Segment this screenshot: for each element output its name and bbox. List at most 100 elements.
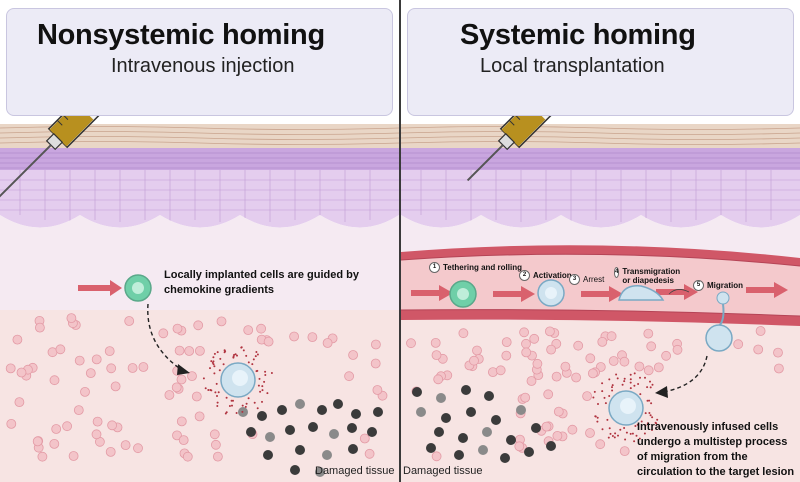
chemokine-dot bbox=[218, 369, 221, 372]
tissue-cell bbox=[74, 355, 85, 366]
chemokine-dot bbox=[607, 436, 610, 439]
chemokine-dot bbox=[633, 440, 636, 443]
chemokine-dot bbox=[256, 369, 259, 372]
chemokine-dot bbox=[210, 360, 213, 363]
systemic-homing-panel: Systemic homing Local transplantation 1 … bbox=[401, 0, 800, 482]
damaged-cell bbox=[333, 399, 343, 409]
chemokine-dot bbox=[637, 383, 640, 385]
tissue-cell bbox=[49, 375, 60, 386]
transmigrating-cell-icon bbox=[618, 285, 665, 301]
chemokine-dot bbox=[594, 415, 597, 418]
stem-cell-icon bbox=[124, 274, 152, 302]
tissue-cell bbox=[138, 362, 149, 372]
blood-vessel-icon bbox=[401, 245, 800, 326]
chemokine-dot bbox=[650, 402, 653, 405]
chemokine-dot bbox=[601, 428, 604, 431]
chemokine-dot bbox=[247, 397, 250, 400]
damaged-cell bbox=[285, 425, 295, 435]
chemokine-halo bbox=[202, 346, 273, 415]
chemokine-dot bbox=[623, 427, 626, 429]
chemokine-dot bbox=[611, 386, 613, 389]
left-background-cells bbox=[5, 313, 388, 462]
chemokine-dot bbox=[649, 380, 651, 383]
chemokine-dot bbox=[266, 392, 269, 395]
damaged-cell bbox=[441, 413, 451, 423]
chemokine-dot bbox=[597, 403, 599, 405]
chemokine-dot bbox=[232, 399, 234, 402]
tissue-cell bbox=[92, 416, 103, 427]
tissue-cell bbox=[174, 345, 185, 356]
chemokine-dot bbox=[204, 387, 207, 390]
chemokine-dot bbox=[609, 432, 612, 435]
damaged-cell bbox=[506, 435, 516, 445]
chemokine-dot bbox=[619, 428, 622, 431]
tissue-cell bbox=[646, 341, 657, 352]
chemokine-dot bbox=[216, 405, 219, 407]
chemokine-dot bbox=[640, 420, 643, 423]
target-cell-icon bbox=[608, 390, 644, 426]
tissue-cell bbox=[256, 323, 267, 334]
tissue-cell bbox=[433, 374, 444, 385]
chemokine-dot bbox=[219, 357, 222, 360]
chemokine-dot bbox=[252, 358, 255, 361]
tissue-cell bbox=[344, 371, 355, 382]
damaged-cell bbox=[265, 432, 275, 442]
damaged-cell bbox=[516, 405, 526, 415]
chemokine-dot bbox=[629, 381, 632, 384]
tissue-cell bbox=[573, 340, 584, 351]
chemokine-dot bbox=[634, 425, 637, 427]
chemokine-dot bbox=[216, 351, 219, 354]
tissue-cell bbox=[176, 416, 187, 427]
tissue-cell bbox=[182, 451, 193, 462]
left-damaged-cells bbox=[238, 399, 383, 477]
damaged-cell bbox=[412, 387, 422, 397]
chemokine-dot bbox=[611, 384, 614, 387]
right-background-cells bbox=[406, 326, 784, 462]
tissue-cell bbox=[194, 345, 205, 356]
tissue-cell bbox=[458, 328, 469, 339]
chemokine-dot bbox=[235, 412, 238, 414]
tissue-cell bbox=[171, 382, 182, 393]
chemokine-dot bbox=[616, 377, 619, 380]
damaged-cell bbox=[546, 441, 556, 451]
chemokine-dot bbox=[623, 377, 626, 380]
damaged-cell bbox=[436, 393, 446, 403]
damaged-cell bbox=[466, 407, 476, 417]
right-damaged-cells bbox=[412, 385, 556, 463]
damaged-cell bbox=[367, 427, 377, 437]
chemokine-dot bbox=[207, 389, 210, 391]
chemokine-dot bbox=[245, 402, 248, 405]
tissue-cell bbox=[546, 344, 557, 355]
chemokine-dot bbox=[216, 395, 218, 397]
chemokine-dot bbox=[592, 396, 595, 399]
damaged-cell bbox=[246, 427, 256, 437]
chemokine-dot bbox=[644, 412, 647, 415]
tissue-cell bbox=[606, 331, 617, 342]
migrating-cell-icon bbox=[705, 291, 733, 352]
chemokine-arrow-icon bbox=[78, 280, 122, 296]
chemokine-dot bbox=[213, 352, 216, 355]
chemokine-dot bbox=[245, 354, 248, 357]
damaged-cell bbox=[290, 465, 300, 475]
chemokine-dot bbox=[256, 407, 259, 410]
left-title-box: Nonsystemic homing Intravenous injection bbox=[6, 8, 393, 116]
chemokine-dot bbox=[629, 432, 632, 435]
tissue-cell bbox=[243, 325, 254, 336]
chemokine-dot bbox=[254, 355, 257, 358]
chemokine-dot bbox=[223, 351, 226, 354]
tissue-cell bbox=[619, 446, 630, 457]
tissue-cell bbox=[495, 365, 506, 376]
tissue-cell bbox=[37, 451, 48, 462]
chemokine-dot bbox=[639, 393, 642, 396]
chemokine-dot bbox=[606, 418, 609, 421]
tissue-cell bbox=[66, 313, 77, 324]
tissue-cell bbox=[672, 344, 683, 355]
tissue-cell bbox=[127, 363, 138, 373]
tissue-cell bbox=[49, 438, 60, 449]
tissue-cell bbox=[430, 337, 441, 348]
damaged-cell bbox=[454, 450, 464, 460]
tissue-cell bbox=[120, 440, 131, 451]
chemokine-dot bbox=[608, 378, 611, 381]
chemokine-dot bbox=[617, 434, 619, 437]
tissue-cell bbox=[372, 385, 383, 395]
